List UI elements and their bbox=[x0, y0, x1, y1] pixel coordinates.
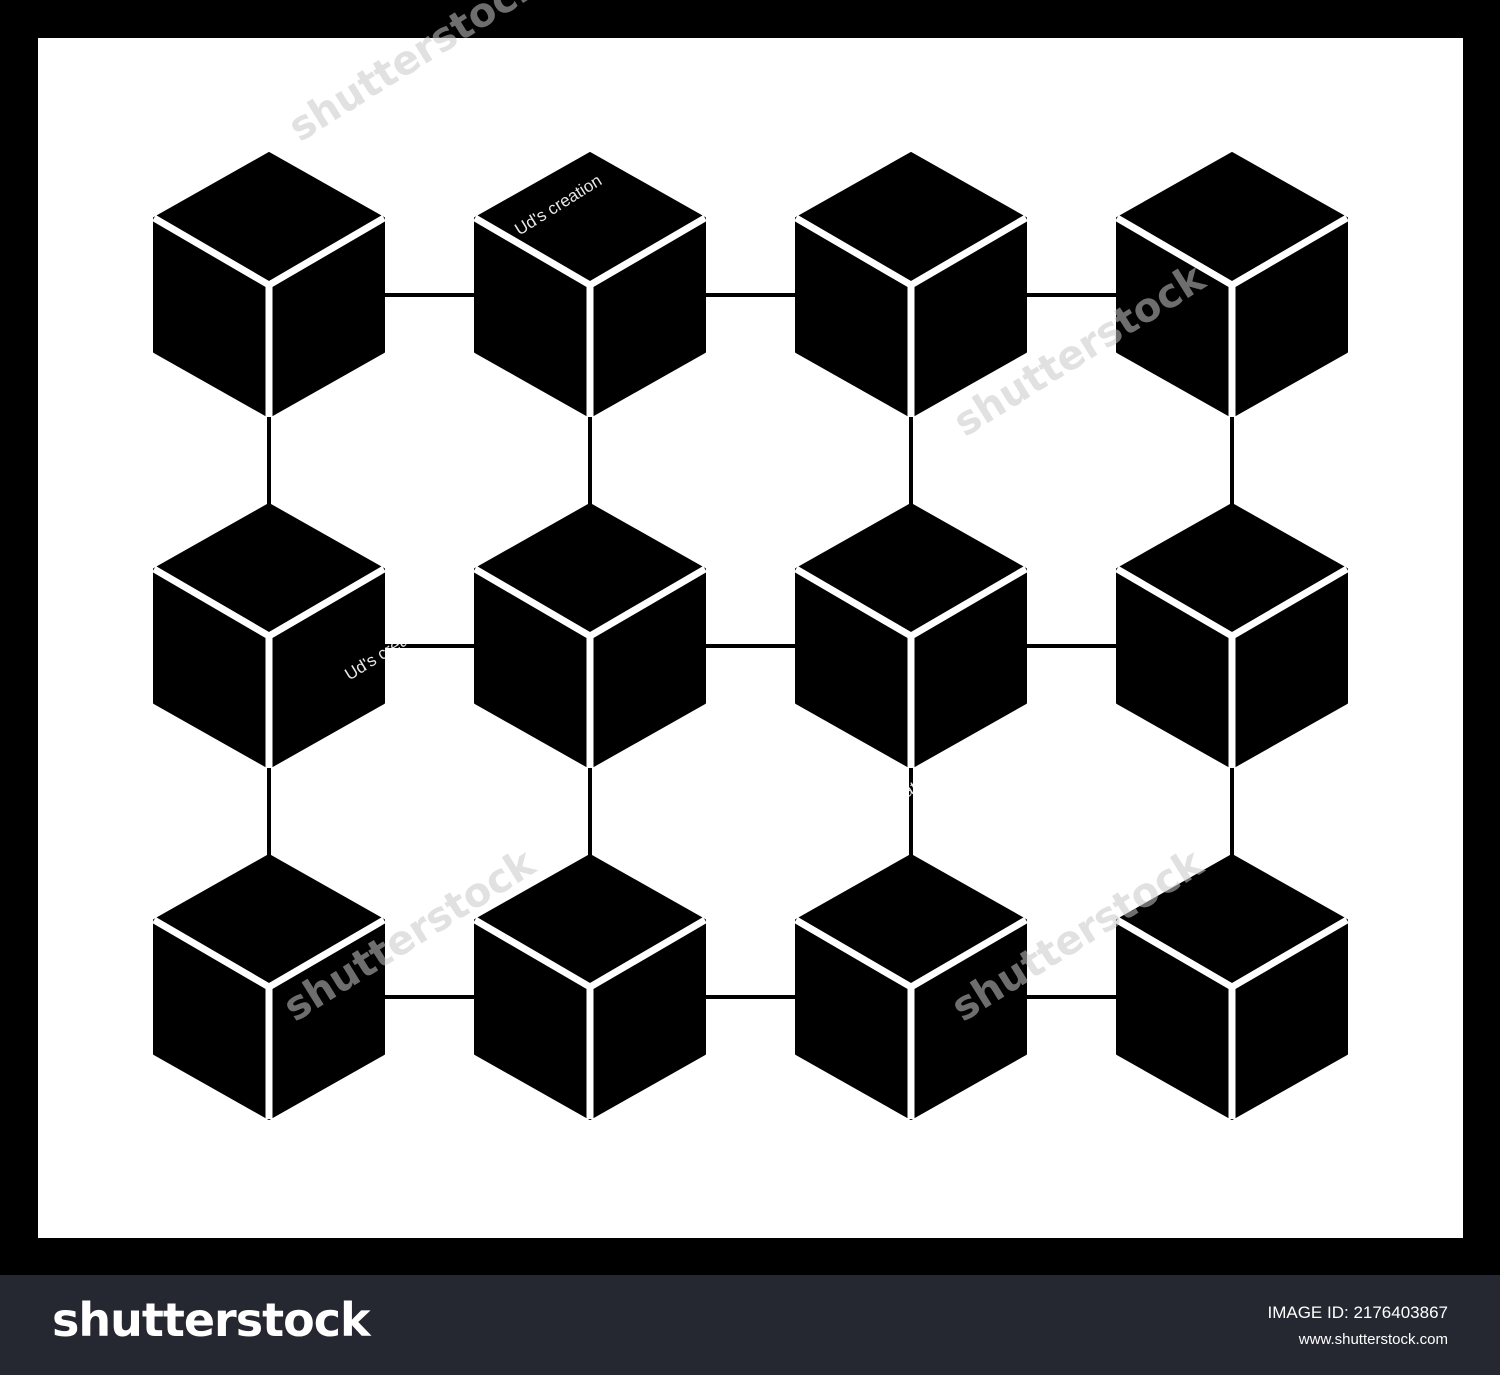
cube-network-diagram bbox=[152, 152, 1349, 1120]
stock-footer: shutterstock IMAGE ID: 2176403867 www.sh… bbox=[0, 1275, 1500, 1375]
site-url: www.shutterstock.com bbox=[1298, 1331, 1448, 1348]
brand-logo: shutterstock bbox=[52, 1293, 371, 1347]
outer-frame: shutterstock shutterstock shutterstock s… bbox=[38, 0, 1463, 1238]
image-id-label: IMAGE ID: 2176403867 bbox=[1267, 1303, 1448, 1322]
